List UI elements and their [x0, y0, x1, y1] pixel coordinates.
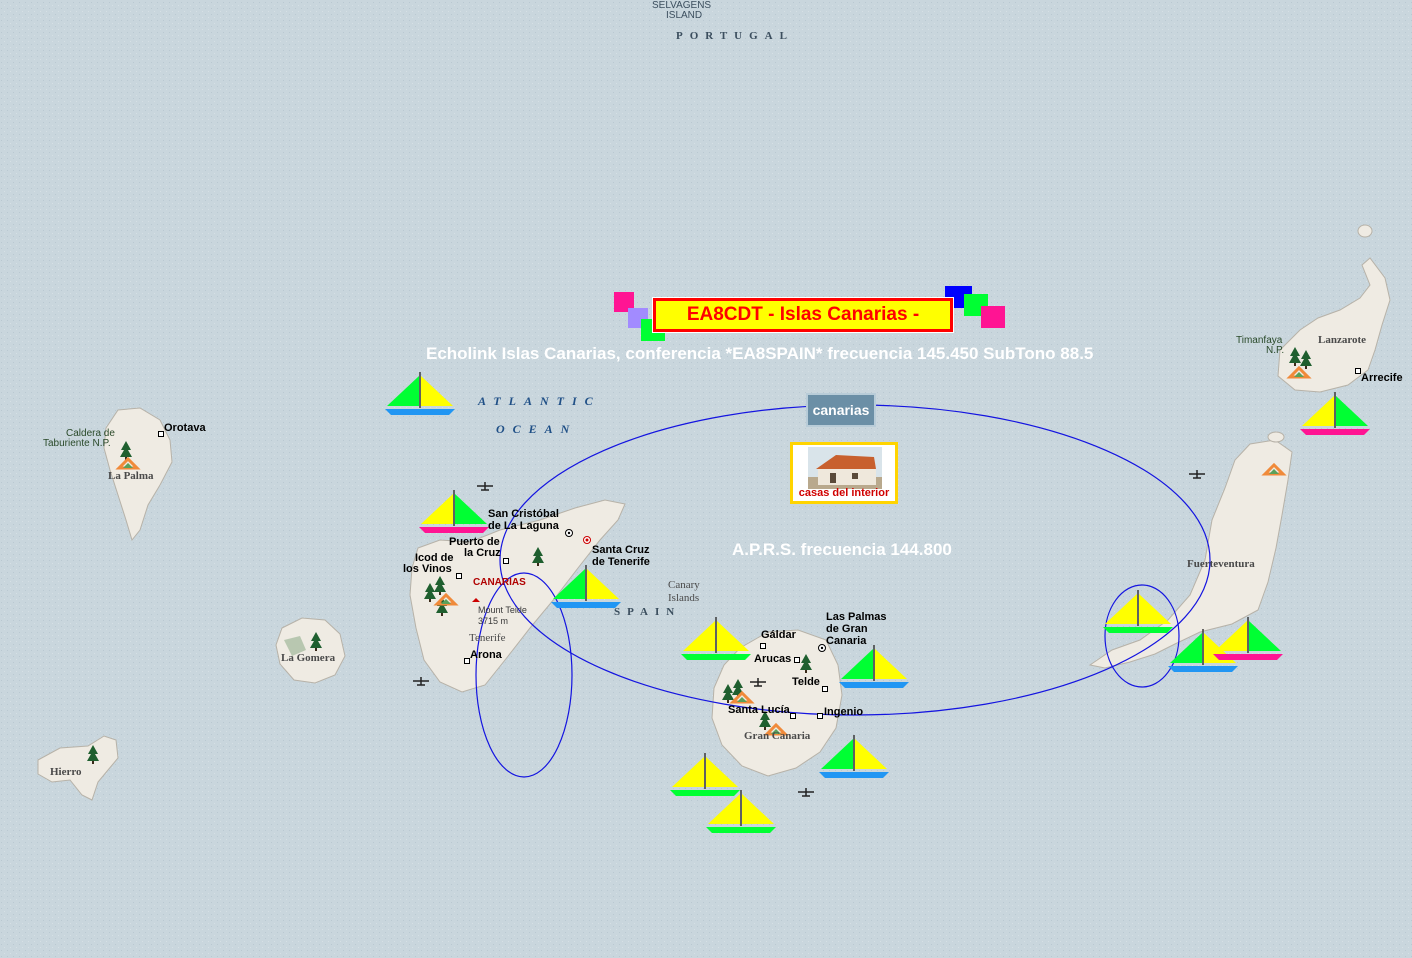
canary-islands-label-1: Canary — [668, 579, 700, 591]
town-marker — [456, 573, 462, 579]
town-marker — [790, 713, 796, 719]
tenerife-coverage-ellipse — [475, 572, 573, 778]
canarias-red-label: CANARIAS — [473, 577, 526, 588]
town-marker — [1355, 368, 1361, 374]
santa-lucia-label: Santa Lucía — [728, 704, 790, 716]
ingenio-label: Ingenio — [824, 706, 864, 718]
canarias-logo-text: canarias — [812, 402, 870, 418]
las-palmas-label-1: Las Palmas — [826, 611, 887, 623]
capital-marker-dot — [567, 531, 571, 535]
decor-square — [614, 292, 634, 312]
capital-marker-dot — [585, 538, 589, 542]
las-palmas-label-2: de Gran — [826, 623, 868, 635]
san-cristobal-label-2: de La Laguna — [488, 520, 559, 532]
portugal-label: PORTUGAL — [676, 30, 794, 42]
arrecife-label: Arrecife — [1361, 372, 1403, 384]
la-gomera-park — [284, 636, 306, 656]
gran-canaria-label: Gran Canaria — [744, 730, 811, 742]
title-banner[interactable]: EA8CDT - Islas Canarias - — [652, 297, 954, 333]
town-marker — [760, 643, 766, 649]
timanfaya-label-1: Timanfaya — [1236, 335, 1283, 346]
la-palma-label: La Palma — [108, 470, 154, 482]
puerto-label-2: la Cruz — [464, 547, 501, 559]
island-fuerteventura-shape — [1088, 439, 1293, 669]
town-marker — [794, 657, 800, 663]
arucas-label: Arucas — [754, 653, 792, 665]
decor-square — [981, 306, 1005, 328]
mount-teide-marker — [472, 598, 480, 602]
selvagens-label-1: SELVAGENS — [652, 0, 712, 11]
las-palmas-label-3: Canaria — [826, 635, 867, 647]
lanzarote-label: Lanzarote — [1318, 334, 1367, 346]
santa-cruz-label-1: Santa Cruz — [592, 544, 650, 556]
galdar-label: Gáldar — [761, 629, 796, 641]
selvagens-label-2: ISLAND — [666, 10, 703, 21]
atlantic-label: ATLANTIC — [478, 394, 601, 408]
teide-label-1: Mount Teide — [478, 605, 527, 615]
canary-islands-label-2: Islands — [668, 592, 700, 604]
town-marker — [817, 713, 823, 719]
island-tenerife-shape — [409, 499, 626, 693]
aprs-text: A.P.R.S. frecuencia 144.800 — [732, 540, 952, 559]
spain-label: SPAIN — [614, 606, 682, 618]
ocean-label: OCEAN — [496, 422, 578, 436]
echolink-text: Echolink Islas Canarias, conferencia *EA… — [426, 344, 1094, 363]
fuerteventura-label: Fuerteventura — [1187, 558, 1255, 570]
islet-lobos — [1267, 431, 1285, 443]
island-la-palma-shape — [103, 407, 173, 542]
house-photo — [808, 447, 882, 489]
town-marker — [503, 558, 509, 564]
la-gomera-label: La Gomera — [281, 652, 336, 664]
casas-del-interior-link[interactable]: casas del interior — [790, 442, 898, 504]
icod-label-2: los Vinos — [403, 563, 452, 575]
timanfaya-label-2: N.P. — [1266, 345, 1285, 356]
islet-alegranza — [1357, 224, 1373, 238]
fuerteventura-coverage-ellipse — [1104, 584, 1180, 688]
casas-caption: casas del interior — [798, 487, 890, 499]
icod-label-1: Icod de — [415, 552, 454, 564]
san-cristobal-label-1: San Cristóbal — [488, 508, 559, 520]
telde-label: Telde — [792, 676, 820, 688]
island-hierro-shape — [37, 735, 119, 801]
arona-label: Arona — [470, 649, 502, 661]
town-marker — [158, 431, 164, 437]
caldera-label-1: Caldera de — [66, 428, 115, 439]
caldera-label-2: Taburiente N.P. — [43, 438, 111, 449]
hierro-label: Hierro — [50, 766, 82, 778]
puerto-label-1: Puerto de — [449, 536, 500, 548]
tenerife-label: Tenerife — [469, 632, 506, 644]
island-la-gomera-shape — [275, 617, 346, 684]
town-marker — [464, 658, 470, 664]
capital-marker-dot — [820, 646, 824, 650]
santa-cruz-label-2: de Tenerife — [592, 556, 650, 568]
canarias-logo-link[interactable]: canarias — [806, 393, 876, 427]
orotava-label: Orotava — [164, 422, 206, 434]
teide-label-2: 3715 m — [478, 616, 509, 626]
town-marker — [822, 686, 828, 692]
